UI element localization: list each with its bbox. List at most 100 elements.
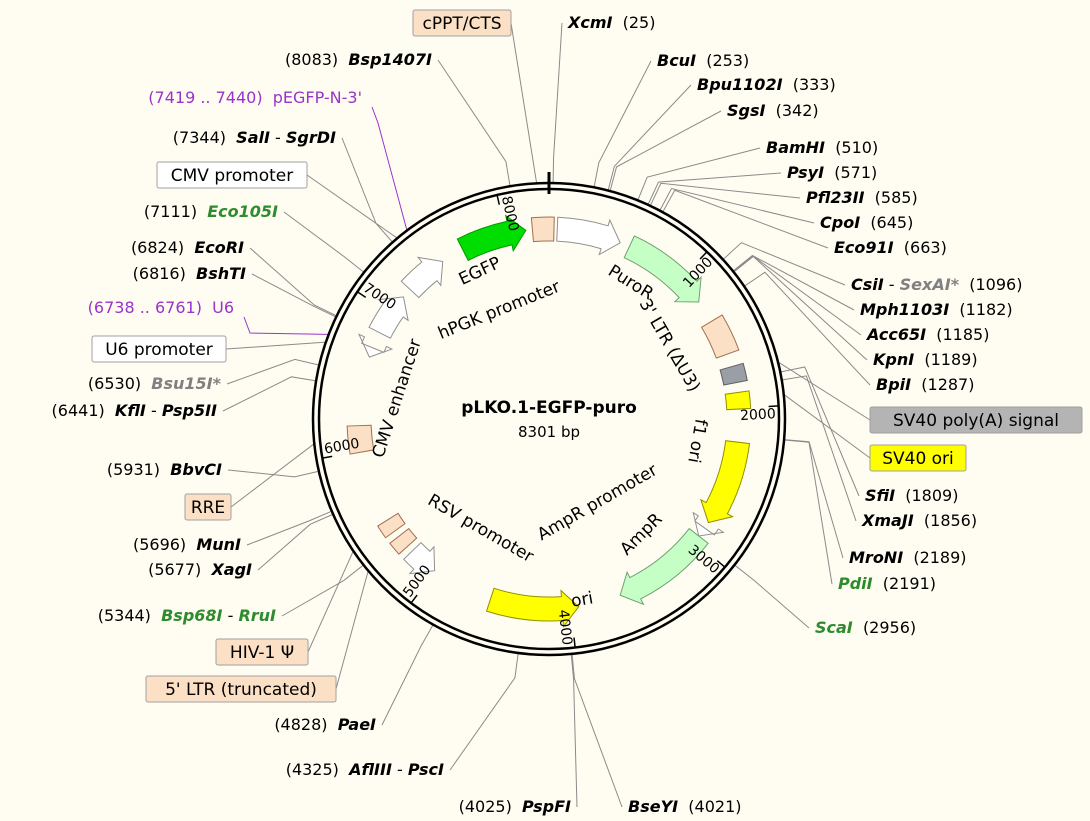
tick-label: 8000 [498, 195, 522, 233]
enzyme-name: I [607, 13, 613, 32]
ltr3-label: 3' LTR (ΔU3) [635, 296, 704, 396]
enzyme-label: CsiI - SexAI* (1096) [851, 275, 1022, 294]
enzyme-leader-line [734, 564, 810, 629]
enzyme-label: (4325) AflIII - PscI [286, 760, 444, 779]
enzyme-position: (1856) [924, 511, 977, 530]
feature-box [91, 335, 227, 363]
enzyme-leader-line [281, 564, 364, 617]
label-gap [612, 13, 622, 32]
enzyme-label: Eco91I (663) [834, 238, 947, 257]
enzyme-label: (5696) MunI [133, 535, 241, 554]
enzyme-leader-line [227, 469, 319, 478]
psi-block [377, 512, 406, 539]
label-leader-lines [222, 22, 871, 808]
enzyme-leader-line [251, 273, 337, 318]
cmv-enhancer-arrow [368, 296, 409, 339]
plasmid-backbone [311, 172, 787, 657]
enzyme-separator: - [392, 760, 408, 779]
hpgk-arrow [556, 216, 621, 256]
label-gap [926, 325, 936, 344]
label-gap [783, 75, 793, 94]
ampr-label: AmpR [616, 509, 666, 559]
enzyme-name: BpiI [876, 375, 911, 394]
feature-leader-line [777, 361, 871, 421]
enzyme-position: (663) [904, 238, 947, 257]
enzyme-position: (571) [834, 163, 877, 182]
egfp-label: EGFP [456, 253, 504, 290]
feature-box-label: SV40 ori [882, 449, 954, 469]
sv40-ori-block [724, 390, 752, 411]
sv40-polya-block [719, 362, 748, 386]
enzyme-separator: - [884, 275, 900, 294]
feature-box [412, 9, 512, 37]
label-gap [914, 511, 924, 530]
plasmid-size: 8301 bp [518, 423, 580, 441]
label-gap [914, 350, 924, 369]
f1-ori-arrow [700, 440, 751, 524]
enzyme-label: Bpu1102I (333) [697, 75, 836, 94]
enzyme-label: (6441) KflI - Psp5II [52, 401, 218, 420]
enzyme-leader-line [257, 513, 334, 571]
enzyme-position: (1809) [905, 486, 958, 505]
enzyme-name: Bsp1407I [348, 50, 432, 69]
enzyme-name: CpoI [820, 213, 860, 232]
label-gap [873, 574, 883, 593]
enzyme-position: (8083) [285, 50, 338, 69]
enzyme-label: SfiI (1809) [865, 486, 958, 505]
ampr-promoter-arrow [692, 511, 725, 537]
enzyme-leader-line [659, 187, 815, 224]
enzyme-position: (333) [793, 75, 836, 94]
enzyme-name: PsyI [787, 163, 824, 182]
enzyme-leader-line [722, 242, 846, 286]
enzyme-name: PspFI [522, 797, 571, 816]
primer-leader-line [371, 106, 408, 231]
label-gap [959, 275, 969, 294]
enzyme-name: SfiI [865, 486, 895, 505]
enzyme-label: Acc65I (1185) [865, 325, 989, 344]
enzyme-name: Bpu1102I [697, 75, 783, 94]
enzyme-label: Pfl23II (585) [806, 188, 918, 207]
feature-box [215, 638, 309, 666]
label-gap [825, 138, 835, 157]
enzyme-leader-line [570, 653, 578, 808]
enzyme-name: EcoRI [194, 238, 244, 257]
enzyme-name: MroNI [849, 548, 903, 567]
label-gap [903, 548, 913, 567]
enzyme-name: Acc65I [865, 325, 926, 344]
enzyme-leader-line [341, 137, 393, 243]
enzyme-name: Xcm [567, 13, 607, 32]
enzyme-leader-line [662, 189, 829, 249]
rsv-label: RSV promoter [424, 490, 537, 567]
enzyme-label: PsyI (571) [787, 163, 877, 182]
feature-box-label: SV40 poly(A) signal [893, 411, 1059, 431]
enzyme-name: Pfl23II [806, 188, 865, 207]
enzyme-label: PdiI (2191) [838, 574, 936, 593]
enzyme-position: (510) [835, 138, 878, 157]
enzyme-leader-line [283, 211, 365, 273]
enzyme-leader-line [381, 624, 434, 726]
ori-arrow [485, 587, 580, 628]
primer-label: (7419 .. 7440) pEGFP-N-3' [148, 88, 362, 107]
enzyme-name: KpnI [873, 350, 914, 369]
enzyme-name: ScaI [815, 618, 853, 637]
primer-range: (7419 .. 7440) [148, 88, 262, 107]
u6-arrow [357, 333, 394, 358]
label-gap [911, 375, 921, 394]
enzyme-position: (1182) [959, 300, 1012, 319]
label-gap [105, 401, 115, 420]
feature-box-label: CMV promoter [171, 166, 293, 186]
label-gap [186, 535, 196, 554]
feature-leader-line [783, 393, 871, 459]
ltr5-block [389, 527, 418, 555]
enzyme-name: XagI [210, 560, 252, 579]
label-gap [184, 238, 194, 257]
label-gap [201, 560, 211, 579]
enzyme-leader-line [246, 510, 332, 546]
enzyme-leader-line [607, 84, 692, 191]
enzyme-name: Mph1103I [860, 300, 949, 319]
enzyme-position: (2956) [863, 618, 916, 637]
cmv-enhancer-label: CMV enhancer [369, 337, 426, 461]
feature-leader-line [335, 570, 369, 690]
enzyme-leader-line [449, 652, 519, 771]
enzyme-position: (645) [870, 213, 913, 232]
